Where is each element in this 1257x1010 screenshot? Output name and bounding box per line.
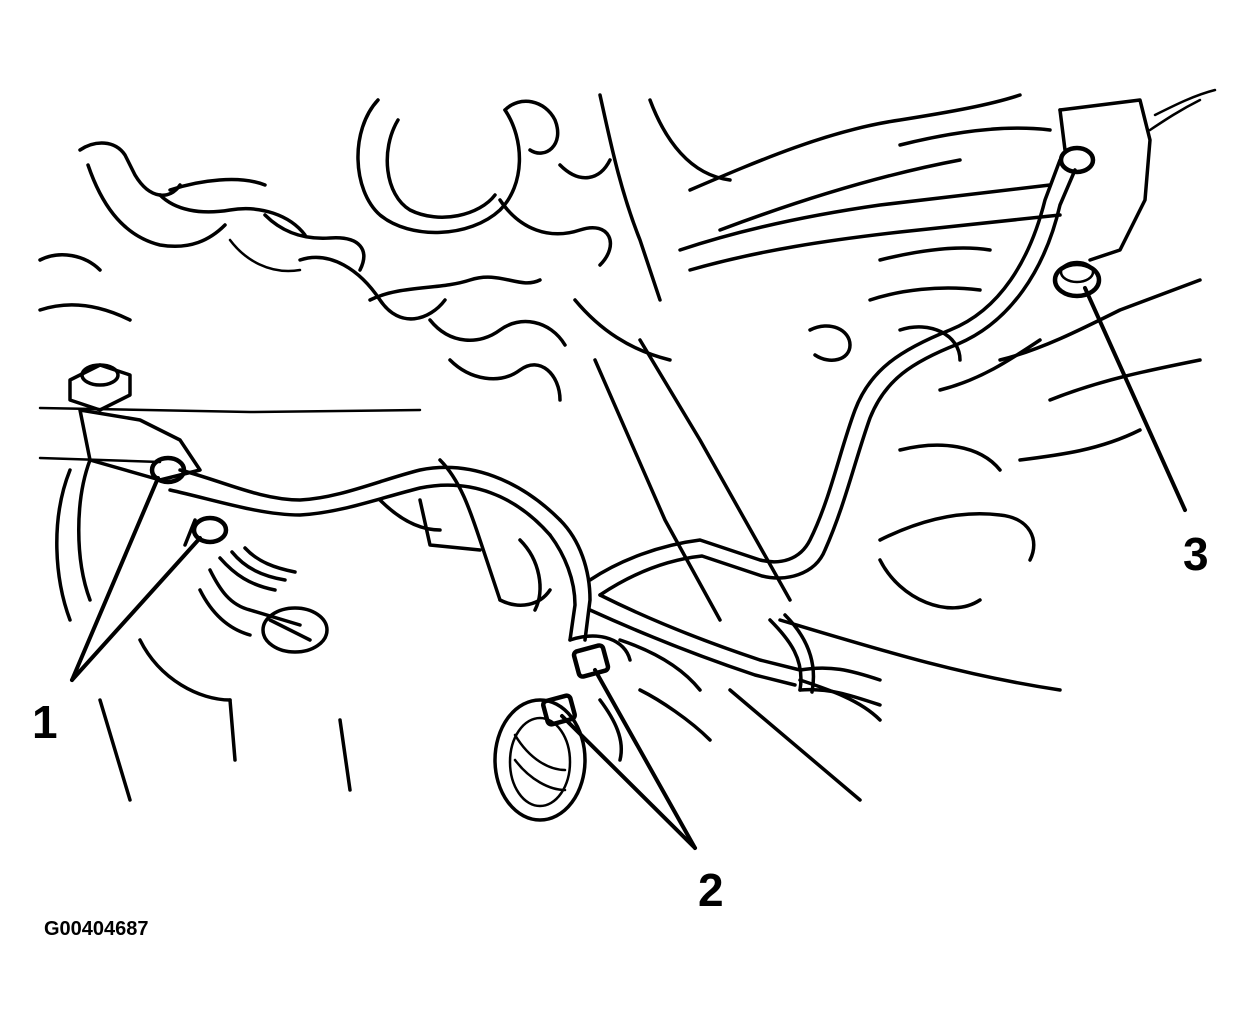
- leader-3: [1083, 286, 1187, 512]
- fittings: [68, 145, 1102, 727]
- callout-2: 2: [698, 864, 724, 916]
- leader-1b: [70, 536, 202, 682]
- engine-block-art: [38, 93, 1202, 822]
- leader-2b: [560, 714, 697, 850]
- callout-1: 1: [32, 696, 58, 748]
- callout-labels: 1 2 3: [32, 528, 1209, 916]
- callout-3: 3: [1183, 528, 1209, 580]
- leader-1a: [70, 476, 160, 682]
- figure-code: G00404687: [44, 918, 149, 940]
- leader-lines: [70, 286, 1187, 850]
- leader-2a: [593, 668, 697, 850]
- pipe-lines: [168, 88, 1217, 707]
